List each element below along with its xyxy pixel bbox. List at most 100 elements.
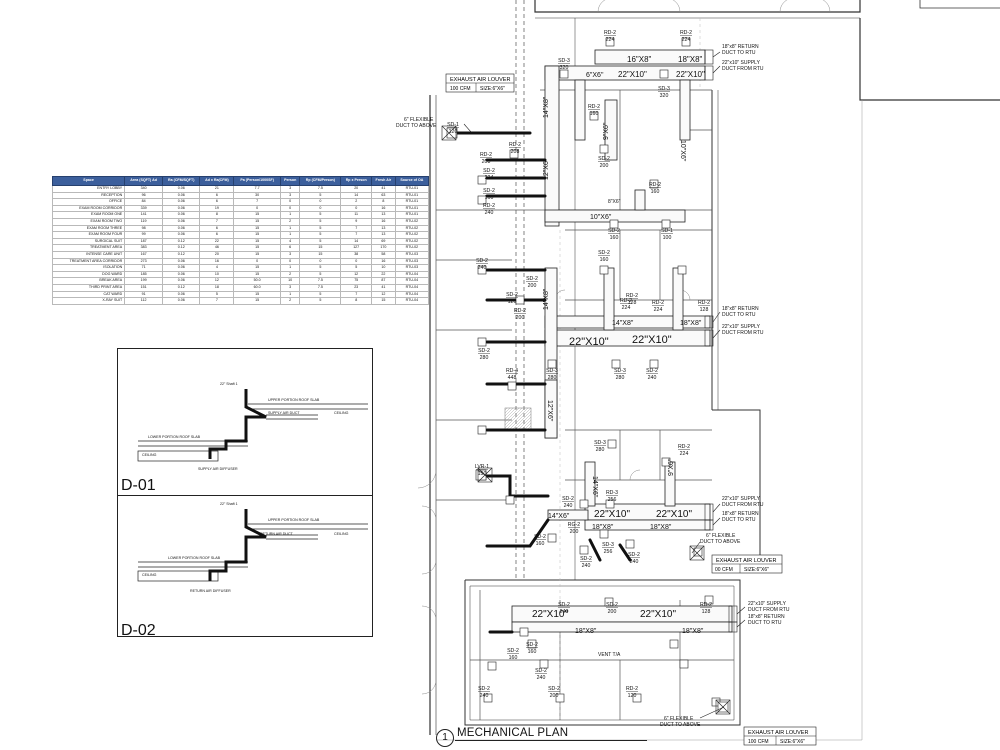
- supply-ducts: [511, 49, 733, 633]
- table-cell: 0.06: [161, 211, 201, 219]
- table-cell: 340: [124, 185, 163, 193]
- diffuser-tag: SD-2: [476, 258, 488, 264]
- diffuser-tag: RD-2: [480, 152, 492, 158]
- table-cell: 15: [233, 297, 281, 305]
- detail-drawings: [137, 389, 368, 582]
- table-cell: 7: [199, 297, 235, 305]
- d02-diffuser: RETURN AIR DIFFUSER: [190, 589, 231, 593]
- duct-label: 22"X10": [656, 509, 692, 520]
- table-cell: 4: [279, 237, 301, 246]
- table-cell: 7.7: [233, 185, 281, 193]
- rtu-connectors: [463, 49, 746, 719]
- d01-upper-slab: UPPER PORTION ROOF SLAB: [268, 398, 320, 402]
- diffuser-cfm: 224: [485, 175, 494, 181]
- diffuser-tag: SD-3: [602, 542, 614, 548]
- table-cell: 16: [199, 257, 235, 266]
- table-cell: 0: [340, 204, 372, 213]
- diffuser-cfm: 240: [560, 609, 569, 615]
- diffuser-cfm: 224: [680, 451, 689, 457]
- vent-note: VENT T/A: [598, 652, 621, 658]
- diffuser-tag: SD-2: [526, 276, 538, 282]
- louver-size: SIZE:6"X6": [744, 567, 769, 573]
- d01-shaft: 22" Shaft 1: [220, 382, 238, 386]
- diffuser-cfm: 200: [516, 315, 525, 321]
- duct-label: 10"X6": [679, 140, 686, 162]
- table-cell: RTU-01: [394, 185, 430, 193]
- d02-upper-slab: UPPER PORTION ROOF SLAB: [268, 518, 320, 522]
- table-cell: 15: [233, 224, 281, 233]
- diffuser-cfm: 280: [596, 447, 605, 453]
- table-cell: 0: [299, 204, 342, 213]
- return-note: 18"x8" RETURN: [722, 511, 759, 517]
- diffuser-cfm: 280: [616, 375, 625, 381]
- table-cell: 0.06: [161, 290, 201, 299]
- table-cell: RTU-01: [394, 198, 430, 206]
- table-cell: 0: [299, 257, 342, 266]
- table-cell: 15: [233, 231, 281, 239]
- table-cell: BREAK AREA: [51, 277, 126, 285]
- diffuser-tag: RG-2: [568, 522, 581, 528]
- table-cell: 10: [199, 270, 235, 279]
- table-cell: 16: [370, 257, 396, 266]
- supply-note: 22"x10" SUPPLY: [722, 324, 761, 330]
- table-cell: 5: [299, 237, 342, 246]
- table-cell: 15: [233, 250, 281, 259]
- table-cell: 22: [199, 237, 235, 246]
- diffuser-tag: SD-1: [447, 122, 459, 128]
- duct-label: 22"X10": [532, 609, 568, 620]
- table-cell: 30: [233, 191, 281, 200]
- diffuser-cfm: 280: [548, 375, 557, 381]
- diffuser-cfm: 128: [702, 609, 711, 615]
- table-cell: 383: [124, 244, 163, 252]
- return-note: 18"x8" RETURN: [722, 306, 759, 312]
- table-cell: 5: [299, 270, 342, 279]
- diffuser-cfm: 160: [485, 195, 494, 201]
- diffuser-tag: RD-2: [620, 298, 632, 304]
- table-cell: ENTRY LOBBY: [51, 185, 126, 193]
- diffuser-tag: RD-2: [626, 293, 638, 299]
- diffuser-symbols: [446, 37, 729, 713]
- duct-label: 14"X6": [591, 476, 598, 498]
- duct-label: 14"X8": [612, 320, 634, 327]
- table-cell: 99: [124, 231, 163, 239]
- d02-shaft: 22" Shaft 1: [220, 502, 238, 506]
- table-cell: 187: [124, 237, 163, 246]
- diffuser-cfm: 240: [564, 503, 573, 509]
- table-cell: 7: [340, 290, 372, 299]
- supply-note: DUCT FROM RTU: [722, 502, 764, 508]
- diffuser-tag: SD-3: [658, 86, 670, 92]
- table-cell: 46: [199, 244, 235, 252]
- detail-divider: [118, 495, 372, 496]
- table-cell: RTU-04: [394, 290, 430, 299]
- schedule-header-cell: Space: [51, 176, 126, 186]
- table-cell: 10: [370, 264, 396, 272]
- diffuser-tag: RD-2: [514, 308, 526, 314]
- diffuser-tag: SD-2: [646, 368, 658, 374]
- table-cell: 5: [299, 224, 342, 233]
- table-cell: TREATMENT AREA: [51, 244, 126, 252]
- table-cell: 339: [124, 204, 163, 213]
- table-cell: 15: [233, 237, 281, 246]
- diffuser-cfm: 160: [536, 541, 545, 547]
- diffuser-tag: SD-3: [614, 368, 626, 374]
- table-cell: 1: [279, 264, 301, 272]
- duct-label: 18"X8": [680, 320, 702, 327]
- table-cell: 0: [279, 204, 301, 213]
- table-cell: RECEPTION: [51, 191, 126, 200]
- diffuser-cfm: 208: [511, 149, 520, 155]
- table-cell: RTU-01: [394, 191, 430, 200]
- diffuser-tag: SD-3: [594, 440, 606, 446]
- table-cell: 20: [340, 185, 372, 193]
- table-cell: 12: [199, 277, 235, 285]
- table-cell: 7: [233, 198, 281, 206]
- table-cell: X-RAY SUIT: [51, 297, 126, 305]
- table-cell: ISOLATION: [51, 264, 126, 272]
- table-cell: 5: [199, 290, 235, 299]
